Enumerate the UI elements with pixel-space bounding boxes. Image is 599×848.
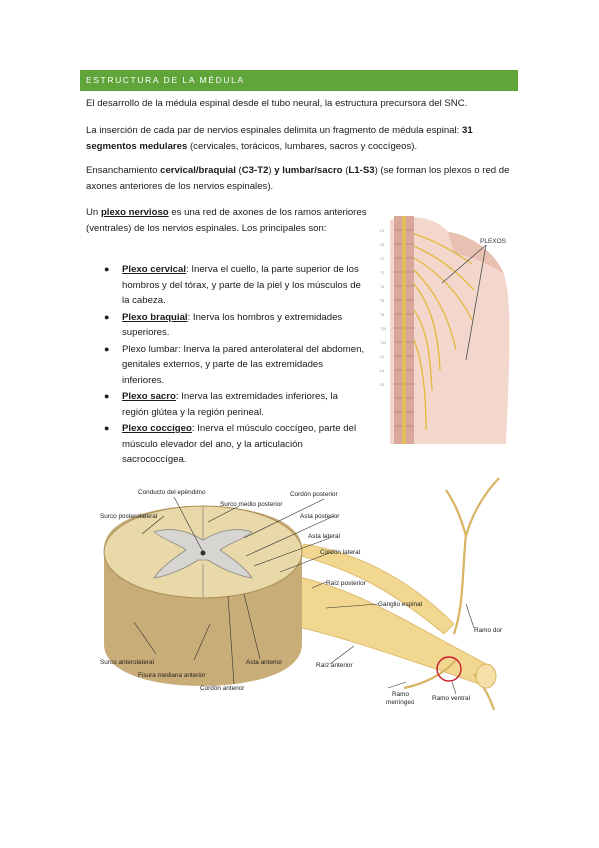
list-item: ● Plexo coccígeo: Inerva el músculo coccí… [104, 421, 366, 468]
bullet-icon: ● [104, 391, 110, 401]
back-skin [390, 217, 510, 444]
svg-text:T6: T6 [380, 299, 384, 303]
paragraph-plexo: Un plexo nervioso es una red de axones d… [86, 205, 371, 237]
term: Plexo cervical [122, 264, 187, 275]
text: : Inerva los hombros y extremidades supe… [122, 311, 343, 339]
label-asta-anterior: Asta anterior [246, 659, 283, 666]
spinal-cord-cross-section: Conducto del epéndimo Surco medio poster… [94, 474, 508, 712]
label-conducto-ependimo: Conducto del epéndimo [138, 489, 206, 496]
term: Plexo braquial [122, 311, 188, 323]
svg-text:L4: L4 [380, 369, 384, 373]
svg-text:S1: S1 [380, 383, 384, 387]
svg-text:C7: C7 [380, 257, 385, 261]
label-surco-medio-posterior: Surco medio posterior [220, 501, 283, 508]
label-ramo-dorsal: Ramo dor [474, 627, 503, 634]
text: Plexo lumbar: Inerva la pared anterolate… [122, 343, 365, 386]
paragraph-ensanchamiento: Ensanchamiento cervical/braquial (C3-T2)… [86, 163, 518, 195]
term-plexo-nervioso: plexo nervioso [100, 207, 169, 218]
label-surco-anterolateral: Surco anterolateral [100, 659, 154, 666]
list-item: ● Plexo lumbar: Inerva la pared anterolat… [104, 342, 366, 389]
svg-text:C1: C1 [380, 229, 385, 233]
bold-text: C3-T2 [241, 165, 269, 176]
label-surco-posterolateral: Surco posterolateral [100, 513, 157, 520]
text: Ensanchamiento [86, 165, 161, 176]
term: Plexo coccígeo [122, 423, 192, 434]
bullet-icon: ● [104, 311, 110, 322]
svg-text:T12: T12 [380, 341, 386, 345]
text: : Inerva el cuello, la parte superior de… [122, 264, 361, 306]
text: Un [86, 207, 101, 218]
section-header: ESTRUCTURA DE LA MÉDULA [80, 70, 518, 91]
text: : Inerva el músculo coccígeo, parte del … [122, 423, 357, 465]
label-raiz-posterior: Raíz posterior [326, 580, 367, 587]
label-ramo-meningeo-2: meníngeo [386, 699, 415, 706]
label-cordon-lateral: Cordón lateral [320, 549, 360, 556]
term: Plexo sacro [122, 391, 176, 402]
section-title: ESTRUCTURA DE LA MÉDULA [86, 75, 245, 85]
list-item: ● Plexo cervical: Inerva el cuello, la pa… [104, 262, 366, 309]
svg-text:T8: T8 [380, 313, 384, 317]
label-cordon-posterior: Cordón posterior [290, 491, 338, 498]
label-ramo-ventral: Ramo ventral [432, 695, 470, 702]
label-asta-lateral: Asta lateral [308, 533, 340, 540]
label-ramo-meningeo-1: Ramo [392, 691, 409, 698]
text: (cervicales, torácicos, lumbares, sacros… [187, 141, 418, 152]
label-cordon-anterior: Cordón anterior [200, 685, 245, 692]
nerves [413, 233, 475, 431]
bullet-icon: ● [104, 343, 110, 354]
bold-text: cervical/braquial [160, 165, 236, 176]
list-item: ● Plexo sacro: Inerva las extremidades in… [104, 389, 366, 420]
bullet-icon: ● [104, 423, 110, 433]
label-raiz-anterior: Raíz anterior [316, 662, 353, 669]
bold-text: y lumbar/sacro [274, 165, 343, 176]
text: ( [235, 165, 242, 176]
svg-text:T2: T2 [380, 271, 384, 275]
label-fisura-mediana-anterior: Fisura mediana anterior [138, 672, 206, 679]
text: ( [342, 165, 349, 176]
svg-text:T10: T10 [380, 327, 386, 331]
bold-text: 31 segmentos medulares [86, 125, 473, 152]
text: : Inerva las extremidades inferiores, la… [122, 391, 338, 418]
text: ) (se forman los plexos o red de axones … [86, 165, 510, 192]
list-item: ● Plexo braquial: Inerva los hombros y ex… [104, 310, 366, 341]
svg-text:C4: C4 [380, 243, 385, 247]
bold-text: L1-S3 [348, 165, 375, 176]
label-ganglio-espinal: Ganglio espinal [378, 601, 422, 608]
text: es una red de axones de los ramos anteri… [86, 207, 367, 234]
figure-label-plexos: PLEXOS [480, 238, 507, 245]
text: La inserción de cada par de nervios espi… [86, 125, 462, 136]
paragraph-segmentos: La inserción de cada par de nervios espi… [86, 123, 518, 155]
text: ) [268, 165, 275, 176]
svg-text:L2: L2 [380, 355, 384, 359]
plexos-list: ● Plexo cervical: Inerva el cuello, la pa… [104, 262, 366, 469]
bullet-icon: ● [104, 264, 110, 274]
svg-text:T4: T4 [380, 285, 384, 289]
paragraph-desarrollo: El desarrollo de la médula espinal desde… [86, 98, 468, 109]
central-canal [200, 550, 206, 556]
label-asta-posterior: Asta posterior [300, 513, 340, 520]
